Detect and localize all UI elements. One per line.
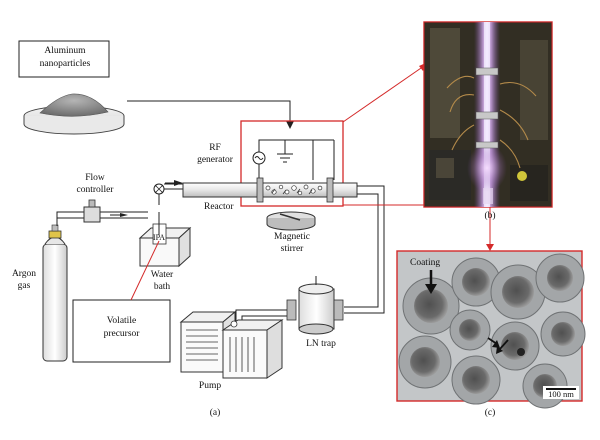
ln-trap-label: LN trap <box>306 339 336 349</box>
magnetic-stirrer <box>266 211 316 231</box>
highlight-region <box>240 120 344 207</box>
aluminum-label-box <box>18 40 110 78</box>
rf-label-line1: RF <box>209 143 221 153</box>
rf-circuit <box>252 139 335 180</box>
argon-cylinder <box>42 224 68 362</box>
ipa-label: IPA <box>152 233 166 242</box>
feed-line <box>127 100 291 127</box>
flow-controller <box>83 199 101 223</box>
precursor-box <box>72 299 171 363</box>
reactor-label: Reactor <box>204 202 234 212</box>
panel-b-label: (b) <box>484 211 496 221</box>
valve <box>153 183 183 205</box>
scale-bar-label: 100 nm <box>548 389 574 399</box>
rf-label-line2: generator <box>197 155 233 165</box>
gas-arrow <box>120 213 128 217</box>
argon-label-line2: gas <box>17 281 31 291</box>
pump <box>179 310 284 379</box>
panel-c-label: (c) <box>484 408 496 418</box>
connector-b <box>342 65 425 123</box>
pump-label: Pump <box>198 381 222 391</box>
pump-line <box>235 309 287 322</box>
coating-label: Coating <box>410 258 441 268</box>
valve-arrow <box>174 180 183 186</box>
flow-label-line2: controller <box>76 185 114 195</box>
precursor-pointer <box>130 240 160 301</box>
tem-photo <box>396 250 586 409</box>
magnetic-label-line2: stirrer <box>280 244 304 254</box>
panel-a-label: (a) <box>209 408 221 418</box>
ln-trap <box>286 276 344 335</box>
argon-label-line1: Argon <box>11 269 37 279</box>
reactor-tube <box>182 177 358 203</box>
volatile-label-line1: Volatile <box>106 316 137 326</box>
aluminum-label-line2: nanoparticles <box>39 59 91 69</box>
water-bath <box>138 212 192 268</box>
feed-arrow <box>286 121 294 129</box>
outlet-line <box>344 185 385 314</box>
plasma-photo <box>423 21 553 208</box>
water-label-line2: bath <box>153 282 171 292</box>
petri-dish <box>23 93 125 135</box>
flow-label-line1: Flow <box>85 173 105 183</box>
gas-line <box>56 211 148 226</box>
aluminum-powder <box>39 93 109 117</box>
aluminum-label-line1: Aluminum <box>44 46 86 56</box>
volatile-label-line2: precursor <box>103 329 140 339</box>
magnetic-label-line1: Magnetic <box>274 232 310 242</box>
water-label-line1: Water <box>150 270 174 280</box>
